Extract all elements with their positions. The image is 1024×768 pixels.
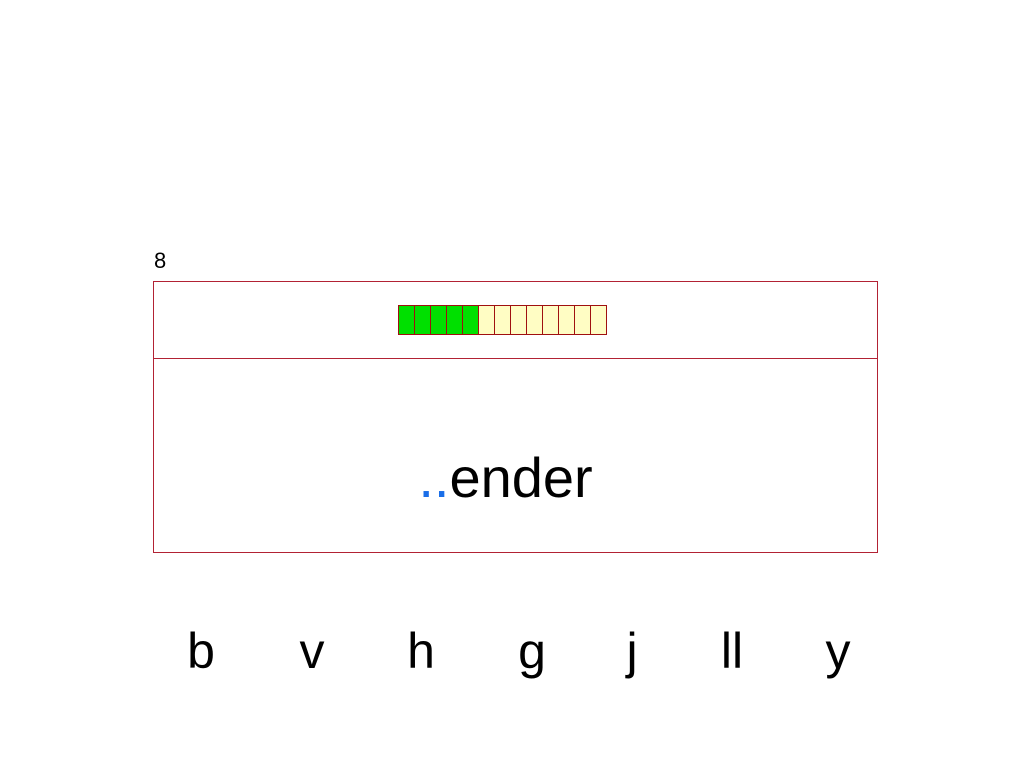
choice-y[interactable]: y (825, 623, 851, 679)
progress-cell-empty (589, 305, 607, 335)
progress-cell-filled (413, 305, 431, 335)
progress-cell-filled (461, 305, 479, 335)
choice-j[interactable]: j (626, 623, 638, 679)
choice-ll[interactable]: ll (720, 623, 744, 679)
progress-cell-empty (509, 305, 527, 335)
progress-cell-empty (493, 305, 511, 335)
progress-cell-empty (573, 305, 591, 335)
question-counter: 8 (154, 248, 167, 273)
word-suffix: ender (449, 445, 593, 509)
choice-b[interactable]: b (187, 623, 215, 679)
progress-cell-empty (477, 305, 495, 335)
progress-cell-empty (541, 305, 559, 335)
choice-v[interactable]: v (299, 623, 325, 679)
word-gap: .. (418, 445, 450, 509)
choice-g[interactable]: g (518, 623, 546, 679)
progress-bar (397, 305, 607, 335)
progress-cell-empty (525, 305, 543, 335)
choice-h[interactable]: h (407, 623, 435, 679)
progress-cell-filled (429, 305, 447, 335)
letter-choices: b v h g j ll y (146, 618, 906, 688)
progress-cell-filled (397, 305, 415, 335)
progress-cell-filled (445, 305, 463, 335)
exercise-card: ..ender (153, 281, 878, 553)
progress-area (154, 282, 877, 359)
target-word: ..ender (418, 445, 592, 510)
word-area: ..ender (154, 359, 877, 553)
progress-cell-empty (557, 305, 575, 335)
